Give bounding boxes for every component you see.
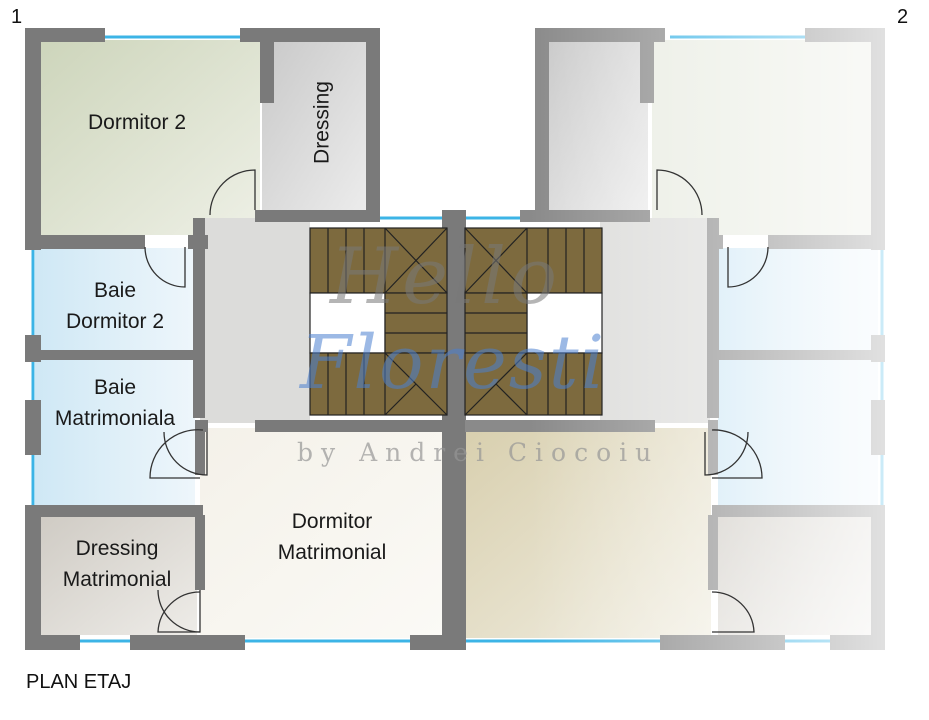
staircase-unit-2 xyxy=(464,227,603,416)
room-label-dressing: Dressing xyxy=(310,81,334,164)
room-label-baie-matrimoniala: Baie Matrimoniala xyxy=(40,372,190,434)
room-label-baie-dormitor-2-line1: Baie xyxy=(93,279,137,302)
floor-baie-dormitor-2 xyxy=(35,248,195,353)
door-swings xyxy=(144,169,769,633)
room-label-dressing-matrimonial-line1: Dressing xyxy=(75,537,159,560)
room-label-dormitor-matrimonial-line2: Matrimonial xyxy=(277,541,387,564)
floor-hall-unit-1 xyxy=(200,218,310,423)
plan-caption: PLAN ETAJ xyxy=(26,671,132,693)
floor-baie-matrimoniala xyxy=(35,360,195,505)
staircase-unit-1 xyxy=(309,227,448,416)
unit-number-right: 2 xyxy=(897,6,909,28)
floor-dressing-matrimonial xyxy=(40,515,197,635)
room-label-dormitor-2: Dormitor 2 xyxy=(87,111,187,134)
room-label-baie-dormitor-2: Baie Dormitor 2 xyxy=(40,275,190,337)
room-label-dressing-matrimonial: Dressing Matrimonial xyxy=(42,533,192,595)
floor-dressing xyxy=(262,40,367,212)
room-label-dressing-matrimonial-line2: Matrimonial xyxy=(62,568,172,591)
room-label-baie-dormitor-2-line2: Dormitor 2 xyxy=(65,310,165,333)
room-label-baie-matrimoniala-line2: Matrimoniala xyxy=(54,407,176,430)
floor-dormitor-2 xyxy=(40,40,260,235)
walls-unit-1 xyxy=(25,28,466,650)
floor-dormitor-matrimonial xyxy=(200,428,448,638)
room-label-dormitor-matrimonial-line1: Dormitor xyxy=(291,510,373,533)
room-label-baie-matrimoniala-line1: Baie xyxy=(93,376,137,399)
room-label-dormitor-matrimonial: Dormitor Matrimonial xyxy=(257,506,407,568)
unit-number-left: 1 xyxy=(11,6,23,28)
